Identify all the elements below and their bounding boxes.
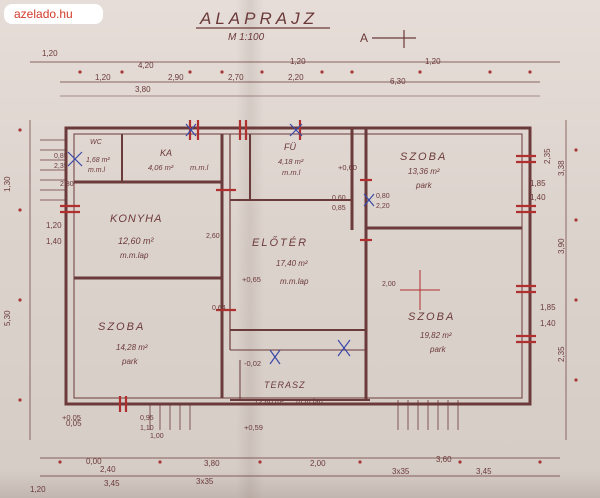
paper-fold-vertical (236, 0, 264, 498)
section-marker: A (360, 31, 368, 45)
dim-top-8: 1,20 (290, 57, 306, 66)
misc-dim-9: 0,95 (140, 415, 154, 422)
dim-top-6: 2,70 (228, 73, 244, 82)
room-terasz-floor: m.m.lap (296, 397, 323, 406)
dim-top-3: 2,90 (168, 73, 184, 82)
room-szoba-sw-floor: park (121, 357, 139, 366)
misc-dim-6: 0,85 (332, 205, 346, 212)
dim-right-7: 1,40 (540, 319, 556, 328)
dim-bottom-4: 3,80 (204, 459, 220, 468)
dim-left-3: 1,20 (46, 221, 62, 230)
dim-bottom-opening-2: 3x35 (392, 467, 410, 476)
dim-right-8: 2,35 (557, 346, 566, 362)
dim-bottom-7: 3,45 (476, 467, 492, 476)
dim-top-5: 1,20 (95, 73, 111, 82)
level-mark-2: +0,59 (244, 423, 263, 432)
dim-left-2: 5,30 (3, 310, 12, 326)
dim-bottom-opening-1: 3x35 (196, 477, 214, 486)
dim-right-5: 3,90 (557, 238, 566, 254)
room-szoba-sw-area: 14,28 m² (116, 343, 148, 352)
dim-right-4: 1,40 (530, 193, 546, 202)
room-szoba-nw-name: SZOBA (400, 151, 447, 163)
room-kamra-name: KA (160, 148, 172, 158)
dim-right-3: 1,85 (530, 179, 546, 188)
dim-left-4: 1,40 (46, 237, 62, 246)
dim-top-7: 2,20 (288, 73, 304, 82)
room-szoba-nw-area: 13,36 m² (408, 167, 440, 176)
dim-right-2: 3,38 (557, 160, 566, 176)
room-furdo-name: FÜ (284, 142, 296, 152)
room-wc-area: 1,68 m² (86, 157, 110, 164)
misc-dim-11: 1,00 (150, 433, 164, 440)
misc-dim-3: 0,80 (376, 193, 390, 200)
room-szoba-sw-name: SZOBA (98, 321, 145, 333)
misc-dim-8: 2,60 (206, 233, 220, 240)
dim-bottom-8: 1,20 (30, 485, 46, 494)
dim-top-2: 4,20 (138, 61, 154, 70)
plan-title: ALAPRAJZ (199, 9, 318, 28)
level-mark-1: +0,65 (242, 275, 261, 284)
misc-dim-13: 2,80 (60, 181, 74, 188)
dim-right-1: 2,35 (543, 148, 552, 164)
dim-top-total: 3,80 (135, 85, 151, 94)
level-mark-3: +0,05 (62, 413, 81, 422)
room-furdo-area: 4,18 m² (278, 157, 304, 166)
misc-dim-2: 2,35 (54, 163, 68, 170)
level-mark-5: -0,02 (244, 359, 261, 368)
room-wc-floor: m.m.l (88, 167, 106, 174)
site-watermark: azelado.hu (4, 4, 103, 24)
dim-right-6: 1,85 (540, 303, 556, 312)
room-konyha-area: 12,60 m² (118, 236, 155, 246)
dim-bottom-3: 3,45 (104, 479, 120, 488)
room-furdo-floor: m.m.l (282, 168, 301, 177)
paper-fold-horizontal (0, 470, 600, 498)
level-mark-4: +0,60 (338, 163, 357, 172)
misc-dim-1: 0,85 (54, 153, 68, 160)
misc-dim-7: 2,00 (382, 281, 396, 288)
dim-bottom-6: 3,60 (436, 455, 452, 464)
room-konyha-floor: m.m.lap (120, 251, 149, 260)
dim-left-1: 1,30 (3, 176, 12, 192)
room-konyha-name: KONYHA (110, 213, 162, 225)
room-wc-name: WC (90, 139, 103, 146)
misc-dim-4: 2,20 (376, 203, 390, 210)
dim-bottom-5: 2,00 (310, 459, 326, 468)
room-eloter-area: 17,40 m² (276, 259, 308, 268)
room-szoba-se-floor: park (429, 345, 447, 354)
room-kamra-area: 4,06 m² (148, 163, 174, 172)
plan-scale: M 1:100 (228, 32, 265, 43)
dim-bottom-1: 0,00 (86, 457, 102, 466)
room-terasz-area: 12,60 m² (254, 397, 284, 406)
dim-left-5: 0,05 (66, 419, 82, 428)
room-kamra-floor: m.m.l (190, 163, 209, 172)
dim-top-9: 1,20 (425, 57, 441, 66)
dim-top-4: 6,30 (390, 77, 406, 86)
room-szoba-se-name: SZOBA (408, 311, 455, 323)
room-eloter-name: ELŐTÉR (252, 235, 308, 249)
misc-dim-10: 1,10 (140, 425, 154, 432)
misc-dim-12: 0,64 (212, 305, 226, 312)
room-szoba-nw-floor: park (415, 181, 433, 190)
dim-bottom-2: 2,40 (100, 465, 116, 474)
room-terasz-name: TERASZ (264, 380, 306, 390)
room-eloter-floor: m.m.lap (280, 277, 309, 286)
room-szoba-se-area: 19,82 m² (420, 331, 452, 340)
misc-dim-5: 0,60 (332, 195, 346, 202)
dim-top-1: 1,20 (42, 49, 58, 58)
